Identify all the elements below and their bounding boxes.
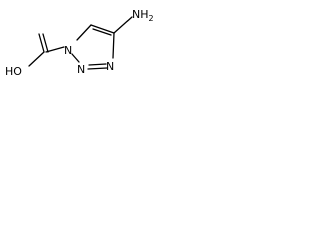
atom-label-ring-n1: N bbox=[64, 44, 72, 57]
bond-c-o-double-b bbox=[42, 33, 49, 53]
bond-n1-c5 bbox=[76, 24, 92, 41]
amino-nh: NH bbox=[132, 8, 149, 21]
atom-label-hydroxyl: HO bbox=[5, 65, 22, 78]
bond-c5-c4-a bbox=[90, 24, 115, 34]
bond-n2-n1 bbox=[71, 53, 80, 63]
bond-c-n1 bbox=[45, 46, 65, 53]
bond-c4-nh2 bbox=[113, 16, 133, 34]
structure-diagram: HO N N N NH2 bbox=[5, 8, 154, 78]
atom-label-amino: NH2 bbox=[132, 8, 154, 23]
bond-c-o-double-a bbox=[38, 33, 45, 53]
bond-n3-n2-a bbox=[87, 67, 108, 70]
atom-label-ring-n2: N bbox=[77, 63, 85, 76]
amino-subscript: 2 bbox=[149, 14, 154, 23]
bond-c4-n3 bbox=[112, 32, 115, 59]
atom-label-ring-n3: N bbox=[106, 60, 114, 73]
bond-c5-c4-b bbox=[92, 28, 112, 36]
bond-c-oh bbox=[28, 51, 45, 67]
bond-n3-n2-b bbox=[88, 63, 107, 66]
